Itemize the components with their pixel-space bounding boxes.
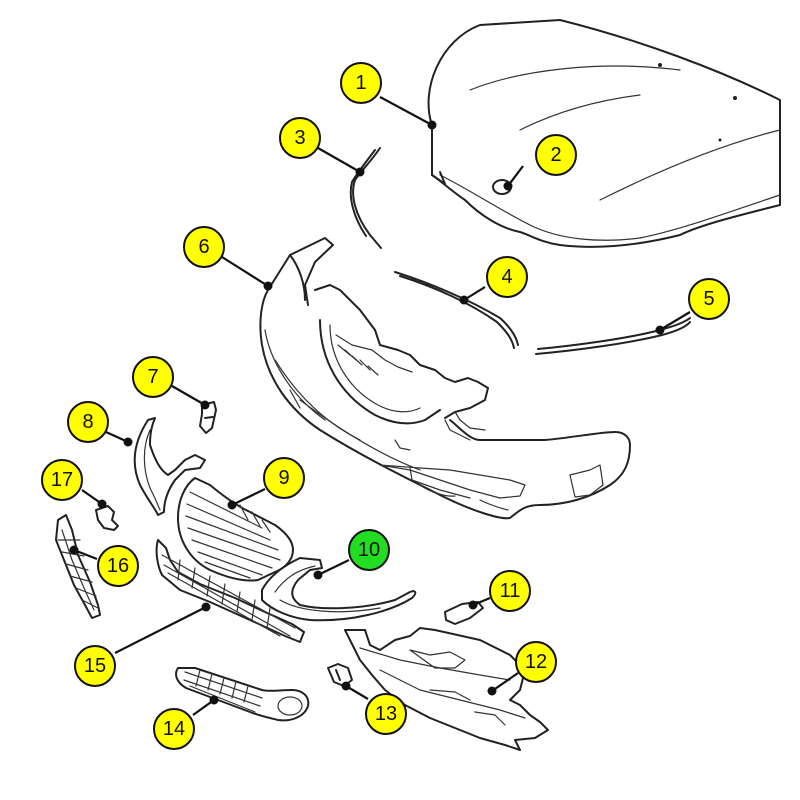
callout-6-label: 6 (198, 236, 209, 258)
callout-14-bubble (153, 708, 195, 750)
callout-15[interactable]: 15 (74, 645, 116, 687)
upper-seal-strip-drawing (394, 271, 519, 349)
callout-7-label: 7 (147, 366, 158, 388)
fastener-drawing (327, 663, 353, 687)
callout-3-label: 3 (294, 127, 305, 149)
hood-side-seal-drawing (349, 147, 382, 249)
callout-12-bubble (515, 641, 557, 683)
callout-1[interactable]: 1 (340, 62, 382, 104)
callout-12-label: 12 (525, 651, 547, 673)
clip-drawing (199, 401, 217, 434)
callout-14-label: 14 (163, 718, 185, 740)
callout-11-label: 11 (500, 580, 521, 602)
callout-11[interactable]: 11 (489, 570, 531, 612)
callout-5-bubble (688, 278, 730, 320)
fog-lamp-grille-drawing (175, 667, 310, 722)
lower-grille-drawing (155, 539, 305, 643)
callout-17-bubble (41, 459, 83, 501)
callout-3[interactable]: 3 (279, 117, 321, 159)
callouts: 1 2 3 4 5 6 7 8 (41, 62, 730, 750)
callout-10-label: 10 (358, 539, 380, 561)
callout-9-bubble (263, 457, 305, 499)
callout-16-label: 16 (107, 555, 129, 577)
callout-2-bubble (535, 134, 577, 176)
bracket-drawing (95, 505, 119, 531)
callout-8[interactable]: 8 (67, 401, 109, 443)
callout-2[interactable]: 2 (535, 134, 577, 176)
callout-6[interactable]: 6 (183, 226, 225, 268)
callout-13-bubble (365, 693, 407, 735)
callout-7[interactable]: 7 (132, 356, 174, 398)
leader-dots (69, 120, 665, 705)
callout-13[interactable]: 13 (365, 693, 407, 735)
callout-6-bubble (183, 226, 225, 268)
callout-11-bubble (489, 570, 531, 612)
callout-4-bubble (486, 256, 528, 298)
radiator-grille-drawing (177, 477, 294, 582)
callout-1-label: 1 (355, 72, 366, 94)
callout-14[interactable]: 14 (153, 708, 195, 750)
callout-16[interactable]: 16 (97, 545, 139, 587)
callout-8-label: 8 (82, 411, 93, 433)
part-drawings (55, 19, 781, 751)
callout-5[interactable]: 5 (688, 278, 730, 320)
leader-lines (73, 96, 691, 716)
callout-16-bubble (97, 545, 139, 587)
callout-12[interactable]: 12 (515, 641, 557, 683)
front-bumper-drawing (259, 237, 631, 520)
callout-17[interactable]: 17 (41, 459, 83, 501)
callout-4-label: 4 (501, 266, 512, 288)
under-engine-shield-drawing (344, 627, 549, 751)
callout-15-label: 15 (84, 655, 106, 677)
callout-7-bubble (132, 356, 174, 398)
callout-3-bubble (279, 117, 321, 159)
callout-9-label: 9 (278, 467, 289, 489)
right-seal-strip-drawing (535, 317, 691, 355)
callout-1-bubble (340, 62, 382, 104)
headlight-trim-left-drawing (133, 417, 206, 516)
callout-13-label: 13 (375, 703, 397, 725)
hood-drawing (427, 19, 781, 248)
callout-10-bubble (348, 529, 390, 571)
callout-10[interactable]: 10 (348, 529, 390, 571)
fog-lamp-cover-drawing (444, 601, 484, 625)
callout-8-bubble (67, 401, 109, 443)
side-grille-drawing (55, 514, 101, 619)
callout-9[interactable]: 9 (263, 457, 305, 499)
callout-15-bubble (74, 645, 116, 687)
callout-5-label: 5 (703, 288, 714, 310)
callout-17-label: 17 (51, 469, 73, 491)
headlight-trim-right-drawing (261, 557, 417, 622)
callout-4[interactable]: 4 (486, 256, 528, 298)
callout-2-label: 2 (550, 144, 561, 166)
